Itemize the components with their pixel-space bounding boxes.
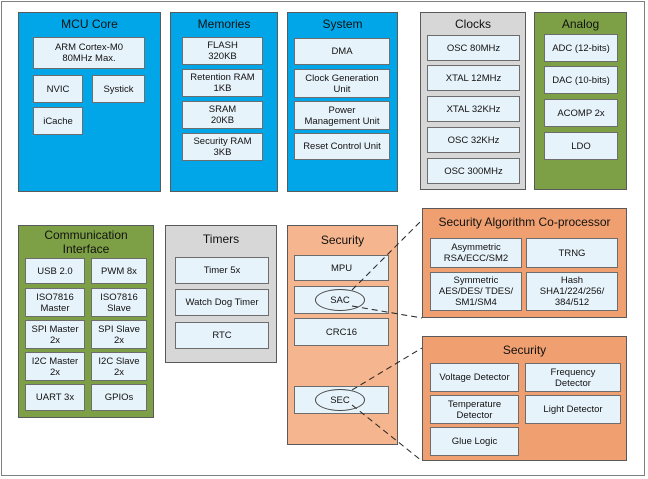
timers-block: Timers Timer 5x Watch Dog Timer RTC (165, 225, 277, 363)
security-algorithm-title: Security Algorithm Co-processor (438, 215, 611, 229)
sac-bottom-connector (351, 305, 423, 319)
communication-title: Communication Interface (44, 228, 128, 256)
dma-box: DMA (294, 38, 390, 65)
comm-item: ISO7816 Slave (91, 288, 147, 317)
arm-cortex-box: ARM Cortex-M0 80MHz Max. (33, 37, 145, 69)
sec-bottom-connector (351, 404, 423, 462)
clock-item: XTAL 32KHz (427, 96, 520, 122)
security-ram-box: Security RAM 3KB (182, 133, 263, 161)
comm-item: GPIOs (91, 384, 147, 411)
comm-item: I2C Master 2x (25, 352, 85, 381)
analog-item: LDO (544, 132, 618, 160)
nvic-box: NVIC (33, 75, 83, 103)
security-block: Security MPU SAC CRC16 SEC (287, 225, 398, 445)
comm-item: SPI Master 2x (25, 320, 85, 349)
mpu-box: MPU (294, 255, 389, 281)
clock-item: OSC 300MHz (427, 158, 520, 184)
security-algorithm-block: Security Algorithm Co-processor Asymmetr… (422, 208, 627, 318)
glue-logic-box: Glue Logic (430, 427, 519, 456)
clock-item: OSC 32KHz (427, 127, 520, 153)
timers-title: Timers (202, 232, 240, 246)
memories-title: Memories (197, 17, 251, 31)
mcu-core-block: MCU Core ARM Cortex-M0 80MHz Max. NVIC S… (18, 12, 161, 192)
clock-generation-box: Clock Generation Unit (294, 69, 390, 98)
communication-interface-block: Communication Interface USB 2.0 PWM 8x I… (18, 225, 154, 418)
power-management-box: Power Management Unit (294, 101, 390, 130)
analog-title: Analog (561, 17, 600, 31)
crc16-box: CRC16 (294, 318, 389, 346)
security-title: Security (320, 233, 365, 247)
analog-item: DAC (10-bits) (544, 66, 618, 94)
analog-item: ACOMP 2x (544, 99, 618, 127)
security-detectors-title: Security (502, 343, 547, 357)
hash-box: Hash SHA1/224/256/ 384/512 (526, 272, 618, 311)
light-detector-box: Light Detector (525, 395, 621, 424)
reset-control-box: Reset Control Unit (294, 133, 390, 160)
comm-item: UART 3x (25, 384, 85, 411)
asymmetric-box: Asymmetric RSA/ECC/SM2 (430, 238, 522, 268)
trng-box: TRNG (526, 238, 618, 268)
clocks-block: Clocks OSC 80MHz XTAL 12MHz XTAL 32KHz O… (420, 12, 526, 190)
clock-item: OSC 80MHz (427, 35, 520, 61)
mcu-core-title: MCU Core (61, 17, 118, 31)
comm-item: PWM 8x (91, 258, 147, 284)
frequency-detector-box: Frequency Detector (525, 363, 621, 392)
sac-top-connector (351, 219, 423, 291)
sec-top-connector (351, 347, 423, 391)
systick-box: Systick (92, 75, 145, 103)
system-title: System (322, 17, 363, 31)
clock-item: XTAL 12MHz (427, 65, 520, 91)
temperature-detector-box: Temperature Detector (430, 395, 519, 424)
analog-block: Analog ADC (12-bits) DAC (10-bits) ACOMP… (534, 12, 627, 190)
retention-ram-box: Retention RAM 1KB (182, 69, 263, 97)
clocks-title: Clocks (454, 17, 491, 31)
comm-item: SPI Slave 2x (91, 320, 147, 349)
voltage-detector-box: Voltage Detector (430, 363, 519, 392)
flash-box: FLASH 320KB (182, 37, 263, 65)
icache-box: iCache (33, 107, 83, 135)
comm-item: USB 2.0 (25, 258, 85, 284)
system-block: System DMA Clock Generation Unit Power M… (287, 12, 398, 192)
sac-oval: SAC (315, 289, 365, 311)
memories-block: Memories FLASH 320KB Retention RAM 1KB S… (170, 12, 278, 192)
security-detectors-block: Security Voltage Detector Frequency Dete… (422, 336, 627, 461)
comm-item: I2C Slave 2x (91, 352, 147, 381)
analog-item: ADC (12-bits) (544, 34, 618, 62)
timer-item: Watch Dog Timer (175, 289, 269, 316)
comm-item: ISO7816 Master (25, 288, 85, 317)
sram-box: SRAM 20KB (182, 101, 263, 129)
symmetric-box: Symmetric AES/DES/ TDES/ SM1/SM4 (430, 272, 522, 311)
timer-item: Timer 5x (175, 257, 269, 284)
timer-item: RTC (175, 322, 269, 349)
